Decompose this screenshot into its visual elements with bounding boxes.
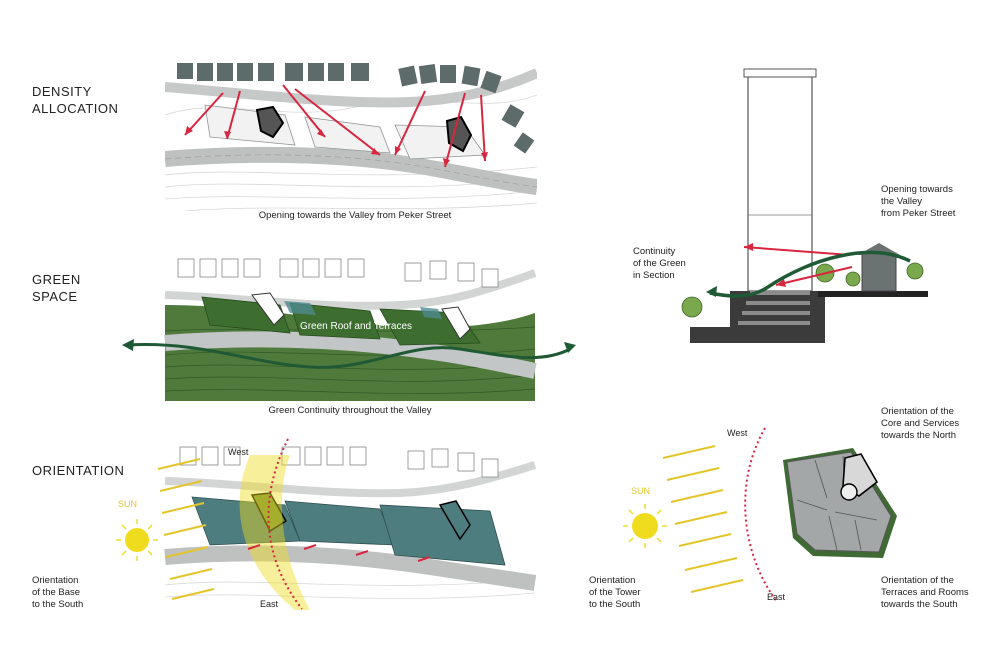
caption-orient-tower: Orientation of the Tower to the South — [589, 575, 641, 610]
section-drawing — [681, 68, 928, 343]
green-roof-label: Green Roof and Terraces — [300, 321, 412, 332]
caption-orient-base: Orientation of the Base to the South — [32, 575, 84, 610]
tower-section — [747, 70, 813, 292]
green-space-plan: Green Roof and Terraces — [122, 258, 576, 401]
green-roof-blocks — [201, 296, 481, 346]
teal-base-blocks — [191, 496, 506, 566]
density-allocation-plan — [165, 63, 537, 211]
sun-band — [239, 455, 310, 610]
caption-green-plan: Green Continuity throughout the Valley — [268, 405, 432, 416]
heading-density-allocation: DENSITY ALLOCATION — [32, 84, 119, 116]
house-outlines — [177, 258, 499, 288]
svg-text:SUN: SUN — [631, 486, 650, 496]
west-label: West — [228, 447, 249, 457]
houses-row — [177, 63, 535, 154]
red-view-arrows — [184, 84, 486, 168]
section-green-arrow — [709, 250, 911, 298]
caption-core-north: Orientation of the Core and Services tow… — [881, 406, 960, 441]
base-terraces — [730, 291, 825, 343]
caption-section-green: Continuity of the Green in Section — [633, 246, 686, 281]
sun-arrows — [157, 458, 215, 600]
heading-orientation: ORIENTATION — [32, 463, 125, 478]
green-continuity-arrow — [127, 343, 571, 369]
tower-orientation-plan: SUN West East — [623, 427, 897, 603]
sun-icon: SUN — [116, 499, 158, 561]
caption-section-opening: Opening towards the Valley from Peker St… — [881, 184, 956, 219]
east-label: East — [260, 599, 279, 609]
small-building — [861, 252, 897, 292]
sun-icon-right — [632, 513, 658, 539]
caption-density-plan: Opening towards the Valley from Peker St… — [258, 210, 452, 221]
section-red-arrows — [743, 246, 853, 286]
svg-text:East: East — [767, 592, 786, 602]
heading-green-space: GREEN SPACE — [32, 272, 81, 304]
svg-text:SUN: SUN — [118, 499, 137, 509]
caption-terraces-south: Orientation of the Terraces and Rooms to… — [881, 575, 969, 610]
tower-footprint-1 — [255, 105, 285, 139]
sun-path-arc — [267, 438, 303, 610]
svg-text:West: West — [727, 428, 748, 438]
orientation-plan: West East — [157, 438, 537, 610]
